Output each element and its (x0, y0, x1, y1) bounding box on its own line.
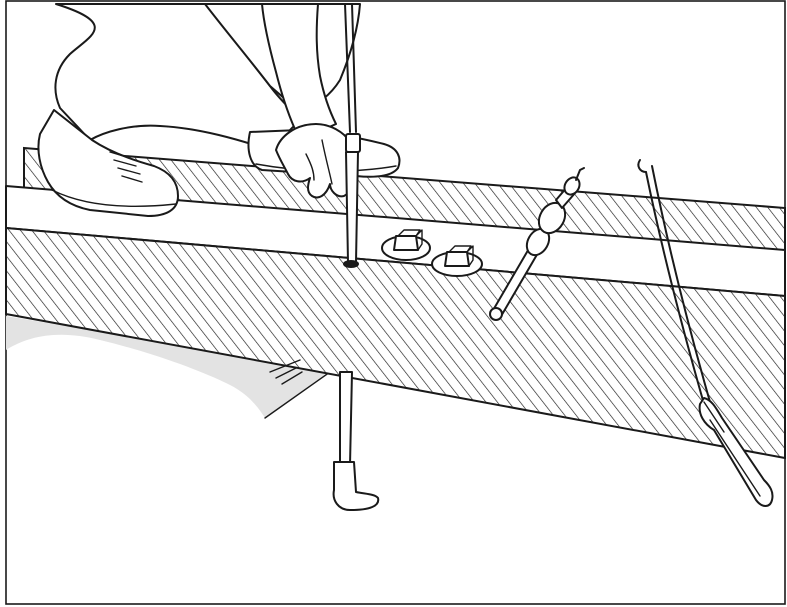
pipe-collar-left (381, 229, 431, 261)
floor-hook-tool-icon (637, 159, 774, 507)
kneeling-installer-icon (37, 3, 401, 217)
board-detail-marks (269, 359, 303, 385)
subfloor-edge (264, 371, 331, 419)
pipe-collar-right (431, 245, 483, 277)
floor-hook-tool-bottom (332, 371, 380, 511)
subfloor-shadow (6, 316, 330, 418)
slide-hammer-tool-icon (489, 167, 585, 321)
pull-bar-tool-icon (343, 3, 361, 268)
